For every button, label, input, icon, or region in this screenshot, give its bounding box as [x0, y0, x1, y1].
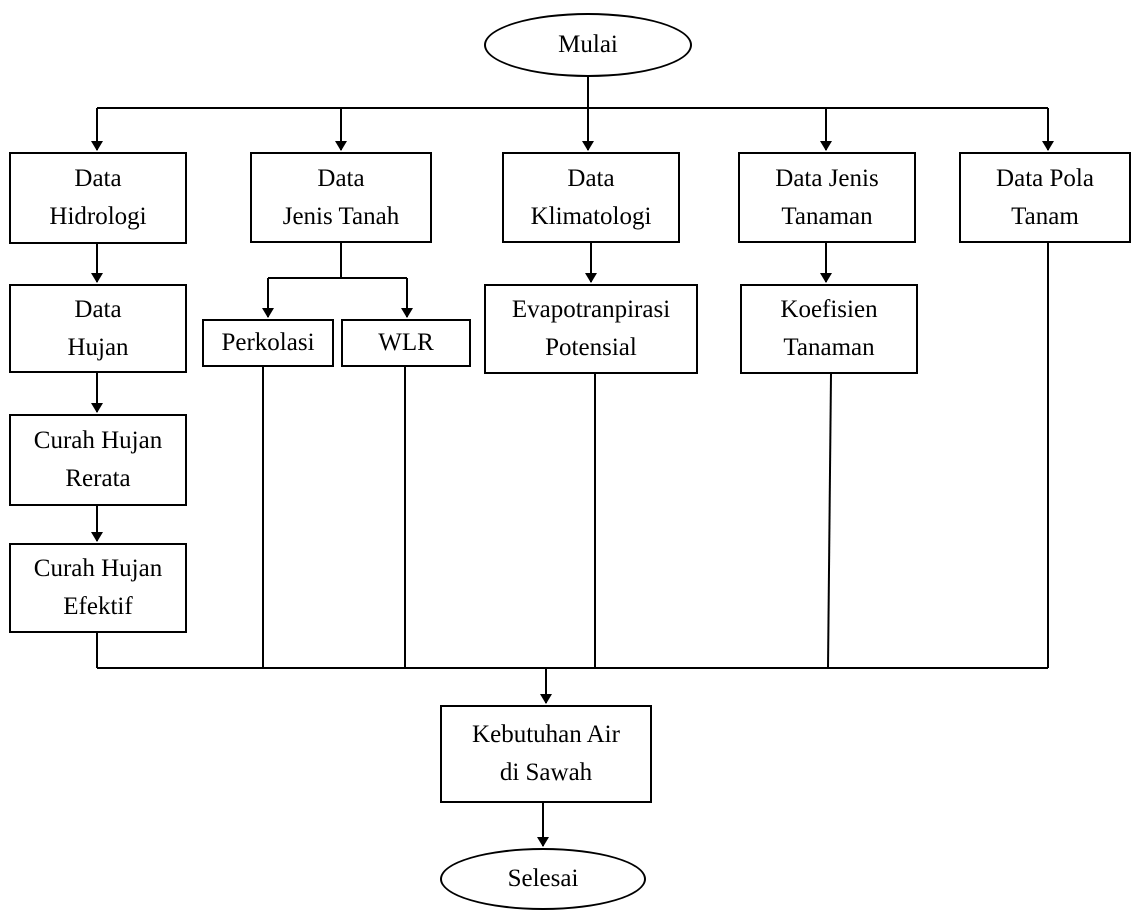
process-data-jenis-tanaman: Data Jenis Tanaman [738, 152, 916, 243]
process-curah-hujan-efektif: Curah Hujan Efektif [9, 543, 187, 633]
connector-koefisien-down [827, 373, 832, 669]
end-terminal: Selesai [440, 848, 646, 910]
process-data-hidrologi: Data Hidrologi [9, 152, 187, 244]
start-terminal: Mulai [484, 13, 692, 77]
data-pola-tanam-label: Data Pola Tanam [996, 164, 1094, 230]
process-koefisien-tanaman: Koefisien Tanaman [740, 284, 918, 374]
wlr-label: WLR [378, 329, 434, 356]
data-jenis-tanah-label: Data Jenis Tanah [282, 164, 400, 230]
process-data-hujan: Data Hujan [9, 284, 187, 373]
koefisien-tanaman-label: Koefisien Tanaman [780, 296, 878, 361]
data-hujan-label: Data Hujan [67, 295, 129, 361]
curah-hujan-rerata-label: Curah Hujan Rerata [33, 427, 163, 492]
perkolasi-label: Perkolasi [221, 329, 315, 356]
data-klimatologi-label: Data Klimatologi [530, 164, 652, 230]
process-curah-hujan-rerata: Curah Hujan Rerata [9, 414, 187, 506]
curah-hujan-efektif-label: Curah Hujan Efektif [33, 555, 163, 620]
process-perkolasi: Perkolasi [202, 319, 334, 367]
end-label: Selesai [507, 865, 579, 892]
process-wlr: WLR [341, 319, 471, 367]
process-data-jenis-tanah: Data Jenis Tanah [250, 152, 432, 243]
data-jenis-tanaman-label: Data Jenis Tanaman [775, 164, 879, 230]
data-hidrologi-label: Data Hidrologi [49, 165, 147, 230]
start-label: Mulai [558, 31, 618, 58]
kebutuhan-air-label: Kebutuhan Air di Sawah [472, 721, 620, 786]
process-evapotranspirasi: Evapotranpirasi Potensial [484, 284, 698, 374]
process-data-pola-tanam: Data Pola Tanam [959, 152, 1131, 243]
evapotranspirasi-label: Evapotranpirasi Potensial [511, 296, 671, 361]
process-data-klimatologi: Data Klimatologi [502, 152, 680, 243]
process-kebutuhan-air: Kebutuhan Air di Sawah [440, 705, 652, 803]
